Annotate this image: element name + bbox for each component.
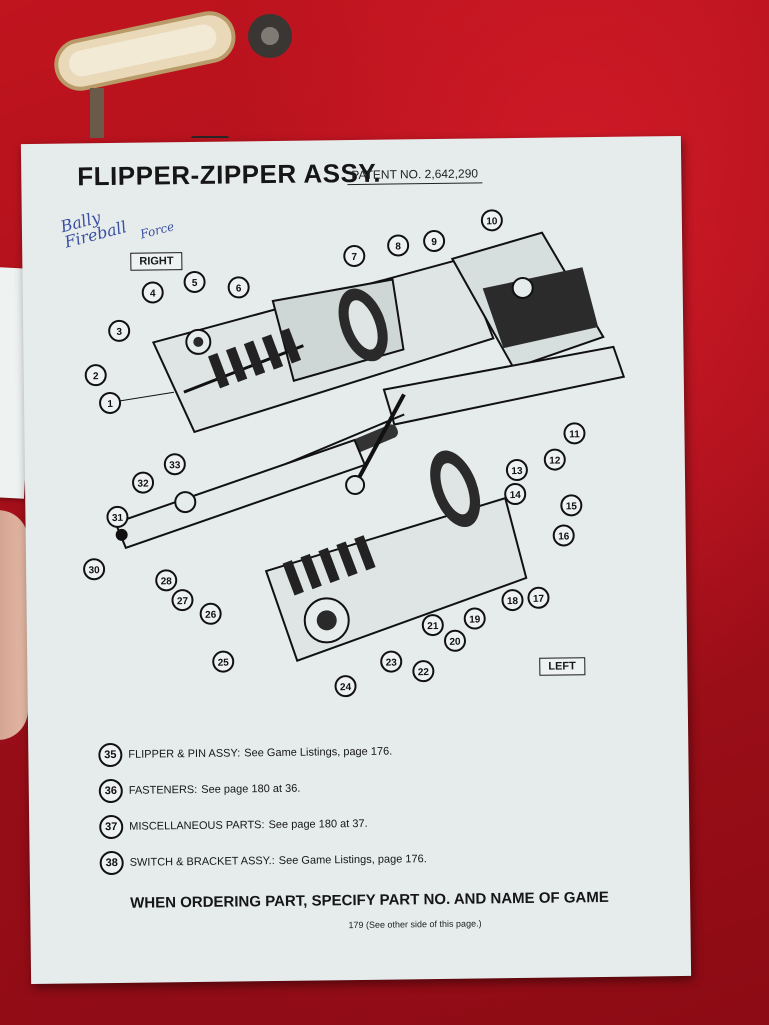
loose-flipper-parts — [54, 11, 292, 138]
parts-sheet: FLIPPER-ZIPPER ASSY. PATENT NO. 2,642,29… — [20, 135, 692, 985]
note-text: See page 180 at 37. — [268, 817, 368, 832]
svg-text:13: 13 — [511, 466, 523, 477]
callout-30: 30 — [83, 558, 106, 581]
svg-text:14: 14 — [510, 490, 522, 501]
svg-text:22: 22 — [418, 667, 430, 678]
callout-2: 2 — [84, 364, 107, 387]
svg-text:15: 15 — [566, 501, 578, 512]
callout-19: 19 — [463, 607, 486, 630]
callout-12: 12 — [543, 448, 566, 471]
svg-text:2: 2 — [93, 371, 99, 382]
callout-6: 6 — [227, 276, 250, 299]
callout-4: 4 — [141, 281, 164, 304]
callout-10: 10 — [480, 209, 503, 232]
svg-text:1: 1 — [107, 399, 113, 410]
svg-text:10: 10 — [486, 216, 498, 227]
svg-text:24: 24 — [340, 682, 352, 693]
callout-31: 31 — [106, 505, 129, 528]
note-item: 36 FASTENERS: See page 180 at 36. — [98, 775, 426, 804]
note-number: 35 — [98, 742, 123, 768]
callout-1: 1 — [99, 391, 175, 414]
svg-text:7: 7 — [351, 252, 357, 263]
callout-24: 24 — [334, 675, 357, 698]
ordering-instructions: WHEN ORDERING PART, SPECIFY PART NO. AND… — [130, 888, 609, 912]
callout-22: 22 — [412, 660, 435, 683]
svg-text:8: 8 — [395, 241, 401, 252]
hand-holding-paper — [0, 510, 28, 740]
svg-text:4: 4 — [150, 288, 156, 299]
note-text: See page 180 at 36. — [201, 782, 301, 796]
svg-text:3: 3 — [116, 327, 122, 338]
svg-text:6: 6 — [236, 283, 242, 294]
callout-25: 25 — [212, 650, 235, 673]
svg-text:11: 11 — [569, 429, 580, 440]
note-name: FASTENERS: — [128, 783, 198, 797]
callout-23: 23 — [380, 650, 403, 673]
callout-8: 8 — [387, 234, 410, 257]
callout-26: 26 — [199, 602, 222, 625]
callout-11: 11 — [563, 422, 586, 445]
svg-text:19: 19 — [469, 614, 481, 625]
svg-text:16: 16 — [558, 531, 570, 542]
callout-18: 18 — [501, 589, 524, 612]
svg-text:17: 17 — [533, 594, 545, 605]
flipper-assembly-diagram: 1 2 3 4 5 6 7 8 9 10 11 12 13 14 15 16 1… — [83, 209, 626, 698]
callout-9: 9 — [423, 230, 446, 253]
svg-text:12: 12 — [549, 455, 561, 466]
note-name: SWITCH & BRACKET ASSY.: — [129, 855, 275, 869]
note-number: 38 — [99, 850, 124, 876]
callout-7: 7 — [343, 244, 366, 267]
note-number: 36 — [98, 778, 123, 804]
callout-16: 16 — [552, 524, 575, 547]
svg-text:21: 21 — [427, 621, 439, 632]
callout-17: 17 — [527, 586, 550, 609]
svg-text:20: 20 — [449, 637, 461, 648]
svg-text:31: 31 — [112, 513, 124, 524]
page-number: 179 (See other side of this page.) — [348, 918, 482, 931]
svg-text:27: 27 — [177, 596, 189, 607]
callout-15: 15 — [560, 494, 583, 517]
note-number: 37 — [99, 814, 124, 840]
note-name: FLIPPER & PIN ASSY: — [128, 747, 241, 761]
note-item: 35 FLIPPER & PIN ASSY: See Game Listings… — [98, 739, 425, 768]
callout-33: 33 — [163, 453, 186, 476]
svg-text:25: 25 — [218, 658, 230, 669]
note-name: MISCELLANEOUS PARTS: — [129, 819, 265, 833]
callout-27: 27 — [171, 589, 194, 612]
svg-text:26: 26 — [205, 610, 217, 621]
svg-text:18: 18 — [507, 596, 519, 607]
svg-text:30: 30 — [88, 565, 100, 576]
callout-5: 5 — [183, 270, 206, 293]
callout-21: 21 — [421, 614, 444, 637]
callout-20: 20 — [443, 629, 466, 652]
callout-28: 28 — [155, 569, 178, 592]
callout-13: 13 — [505, 459, 528, 482]
svg-text:23: 23 — [386, 658, 398, 669]
svg-text:9: 9 — [431, 237, 437, 248]
svg-text:28: 28 — [161, 576, 173, 587]
notes-list: 35 FLIPPER & PIN ASSY: See Game Listings… — [98, 739, 427, 887]
note-text: See Game Listings, page 176. — [278, 853, 427, 867]
note-text: See Game Listings, page 176. — [244, 745, 393, 760]
note-item: 37 MISCELLANEOUS PARTS: See page 180 at … — [99, 811, 426, 840]
svg-text:33: 33 — [169, 460, 181, 471]
svg-text:5: 5 — [192, 278, 198, 289]
svg-text:32: 32 — [137, 479, 149, 490]
callout-32: 32 — [132, 471, 155, 494]
note-item: 38 SWITCH & BRACKET ASSY.: See Game List… — [99, 847, 427, 876]
callout-14: 14 — [504, 483, 527, 506]
callout-3: 3 — [108, 319, 131, 342]
